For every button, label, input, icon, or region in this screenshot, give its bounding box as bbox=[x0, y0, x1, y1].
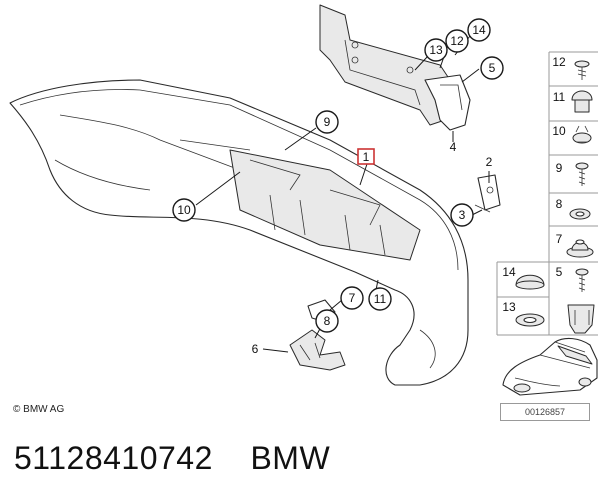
legend-num-7: 7 bbox=[556, 232, 563, 246]
legend-num-11: 11 bbox=[553, 90, 566, 104]
part-number-caption: 51128410742 BMW bbox=[14, 440, 331, 476]
callout-9: 9 bbox=[315, 110, 339, 134]
callout-8: 8 bbox=[315, 309, 339, 333]
clip-nut-icon bbox=[572, 125, 592, 144]
callout-14-label: 14 bbox=[472, 23, 486, 37]
legend-panel: 12 11 10 9 8 7 5 14 13 bbox=[496, 51, 598, 396]
callout-2-label: 2 bbox=[486, 155, 493, 169]
cap-14-icon bbox=[515, 274, 545, 290]
bolt-icon bbox=[575, 162, 589, 186]
callout-1: 1 bbox=[357, 148, 375, 165]
callout-4-label: 4 bbox=[450, 140, 457, 154]
callout-7-label: 7 bbox=[349, 291, 356, 305]
callout-3: 3 bbox=[450, 203, 474, 227]
legend-num-5: 5 bbox=[556, 265, 563, 279]
callout-3-label: 3 bbox=[459, 208, 466, 222]
washer-13-icon bbox=[515, 313, 545, 327]
callout-7: 7 bbox=[340, 286, 364, 310]
callout-11-label: 11 bbox=[374, 292, 387, 306]
callout-1-label: 1 bbox=[363, 150, 370, 164]
callout-12-label: 12 bbox=[450, 34, 464, 48]
callout-13-label: 13 bbox=[429, 43, 443, 57]
callout-6: 6 bbox=[252, 342, 259, 356]
vehicle-location-thumbnail bbox=[502, 337, 598, 396]
license-plate-bracket bbox=[319, 4, 451, 126]
legend-num-14: 14 bbox=[502, 265, 516, 279]
copyright-notice: © BMW AG bbox=[13, 404, 65, 415]
callout-10-label: 10 bbox=[177, 203, 191, 217]
expanding-rivet-icon bbox=[571, 90, 593, 113]
callout-10: 10 bbox=[172, 198, 196, 222]
legend-num-10: 10 bbox=[552, 124, 566, 138]
callout-14: 14 bbox=[467, 18, 491, 42]
diagram-document-number: 00126857 bbox=[500, 403, 590, 421]
legend-num-12: 12 bbox=[552, 55, 566, 69]
legend-num-9: 9 bbox=[556, 161, 563, 175]
callout-12: 12 bbox=[445, 29, 469, 53]
mounting-clip bbox=[474, 174, 501, 213]
side-bracket bbox=[424, 74, 471, 131]
grommet-icon bbox=[566, 239, 594, 258]
legend-num-13: 13 bbox=[502, 300, 516, 314]
callout-11: 11 bbox=[368, 287, 392, 311]
callout-6-label: 6 bbox=[252, 342, 259, 356]
callout-8-label: 8 bbox=[324, 314, 331, 328]
callout-9-label: 9 bbox=[324, 115, 331, 129]
callout-13: 13 bbox=[424, 38, 448, 62]
screw-5-icon bbox=[575, 268, 589, 292]
callout-5: 5 bbox=[480, 56, 504, 80]
callout-5-label: 5 bbox=[489, 61, 496, 75]
washer-icon bbox=[569, 208, 591, 220]
screw-icon bbox=[574, 60, 590, 80]
bumper-guide bbox=[289, 329, 346, 371]
callout-4: 4 bbox=[450, 140, 457, 154]
callout-2: 2 bbox=[486, 155, 493, 169]
spring-clip-icon bbox=[567, 304, 595, 334]
legend-num-8: 8 bbox=[556, 197, 563, 211]
bumper-trim-panel bbox=[9, 79, 469, 386]
